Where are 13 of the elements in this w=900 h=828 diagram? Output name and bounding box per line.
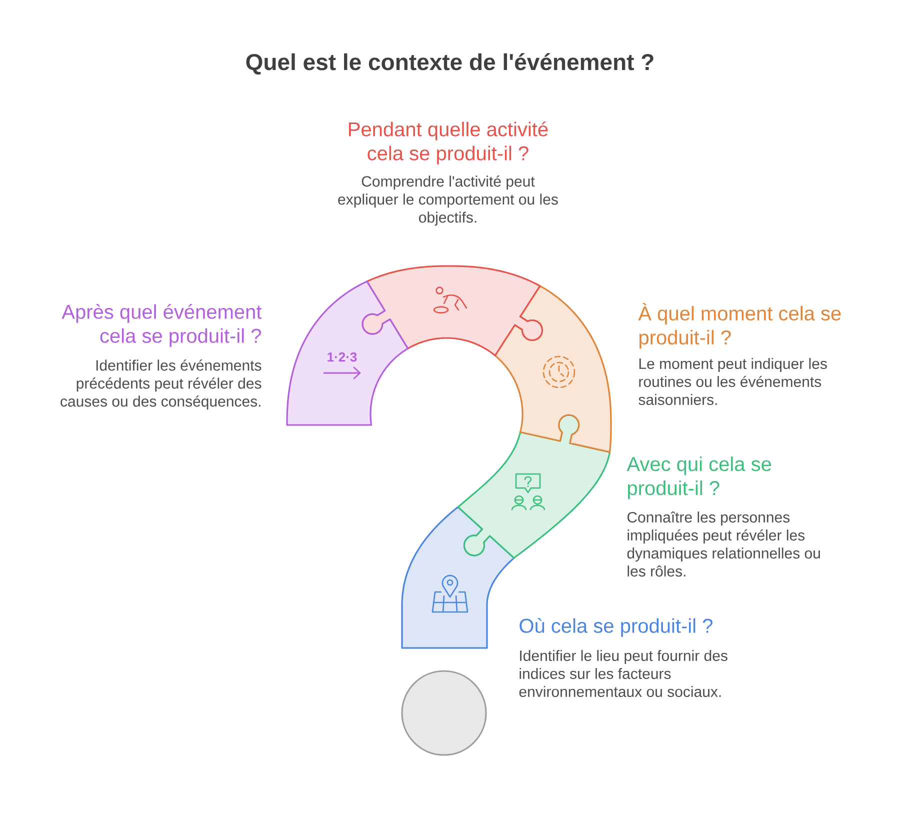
description-text: Le moment peut indiquer les routines ou les événements saisonniers. xyxy=(638,358,827,406)
circle xyxy=(401,670,487,756)
description-text: Comprendre l'activité peut expliquer le comportement ou les objectifs. xyxy=(338,176,558,226)
question-heading: Après quel événement cela se produit-il ? xyxy=(62,304,262,347)
question-heading: Où cela se produit-il ? xyxy=(520,618,712,637)
description-text: Identifier les événements précédents peut révéler des causes ou des conséquences. xyxy=(60,360,262,410)
question-heading: À quel moment cela se produit-il ? xyxy=(638,303,841,348)
question-heading: Pendant quelle activité cela se produit-il ? xyxy=(349,122,548,164)
title: Quel est le contexte de l'événement ? xyxy=(246,53,654,75)
description-text: Identifier le lieu peut fournir des indices sur les facteurs environnementaux ou sociaux. xyxy=(519,650,728,698)
description-text: Connaître les personnes impliquées peut révéler les dynamiques relationnelles ou les rôles. xyxy=(627,512,820,577)
step-numbers: 1·2·3 xyxy=(328,352,357,362)
question-heading: Avec qui cela se produit-il ? xyxy=(626,456,772,500)
